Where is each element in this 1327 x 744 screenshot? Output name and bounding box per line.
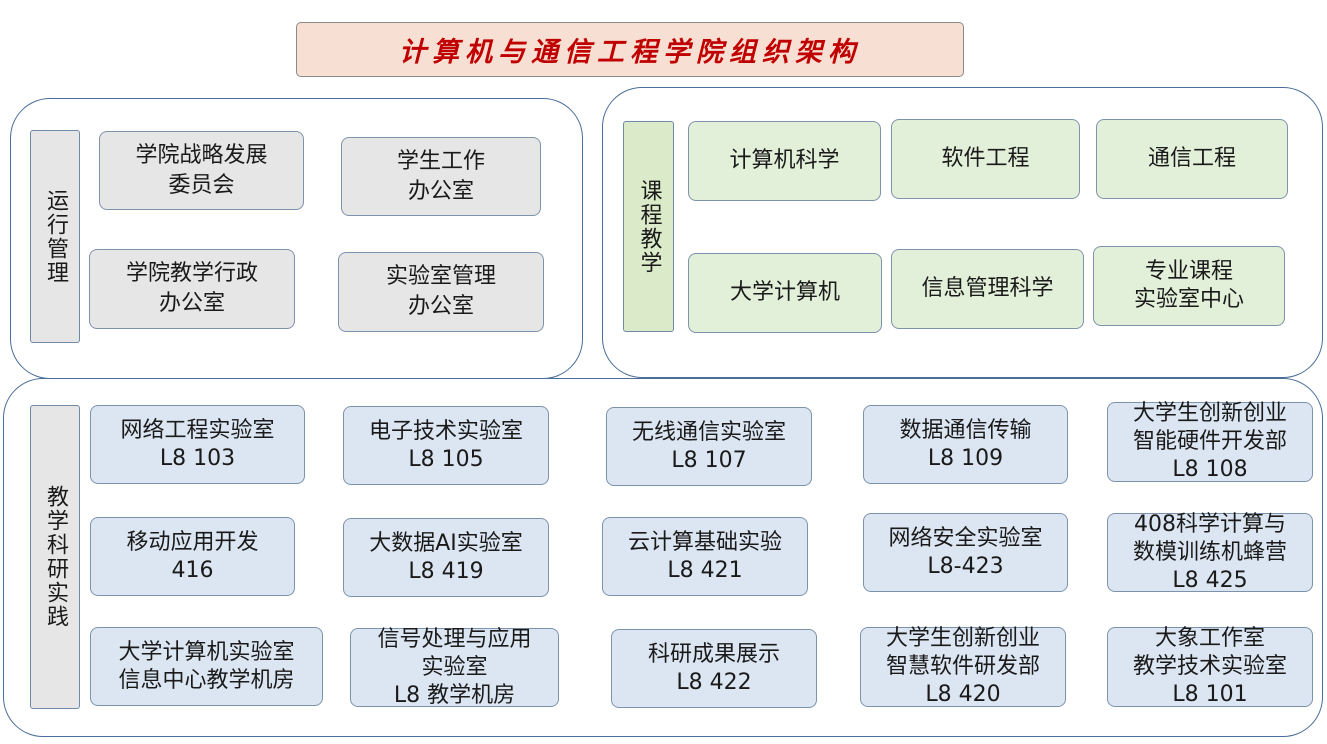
dept-computer-science: 计算机科学: [688, 121, 881, 201]
lab-label: 科研成果展示 L8 422: [647, 641, 780, 695]
research-label-text: 教学科研实践: [43, 485, 68, 629]
lab-label: 大数据AI实验室 L8 419: [369, 530, 523, 584]
dept-label: 计算机科学: [729, 148, 840, 173]
lab-mobile-app: 移动应用开发 416: [90, 517, 295, 596]
dept-information-management: 信息管理科学: [891, 249, 1084, 329]
dept-label: 通信工程: [1147, 146, 1236, 171]
lab-smart-hardware: 大学生创新创业 智能硬件开发部 L8 108: [1107, 401, 1313, 482]
unit-strategy-committee: 学院战略发展 委员会: [99, 131, 304, 210]
dept-software-engineering: 软件工程: [891, 119, 1080, 199]
unit-label: 实验室管理 办公室: [385, 264, 496, 319]
unit-label: 学院教学行政 办公室: [125, 261, 258, 316]
operations-label: 运行管理: [30, 130, 80, 343]
dept-label: 软件工程: [941, 146, 1030, 171]
lab-signal-processing: 信号处理与应用 实验室 L8 教学机房: [350, 626, 559, 708]
curriculum-label: 课程教学: [623, 121, 674, 332]
lab-label: 408科学计算与 数模训练机蜂营 L8 425: [1132, 511, 1287, 593]
unit-student-affairs-office: 学生工作 办公室: [341, 137, 541, 216]
curriculum-label-text: 课程教学: [636, 178, 662, 275]
lab-cloud-computing: 云计算基础实验 L8 421: [602, 517, 808, 596]
unit-teaching-admin-office: 学院教学行政 办公室: [89, 249, 295, 329]
unit-label: 学生工作 办公室: [396, 148, 485, 204]
dept-college-computing: 大学计算机: [688, 253, 882, 333]
dept-label: 大学计算机: [729, 280, 840, 305]
lab-label: 大象工作室 教学技术实验室 L8 101: [1132, 626, 1287, 707]
unit-lab-management-office: 实验室管理 办公室: [338, 252, 544, 332]
dept-label: 信息管理科学: [921, 276, 1054, 301]
lab-college-computer: 大学计算机实验室 信息中心教学机房: [90, 627, 323, 706]
lab-label: 电子技术实验室 L8 105: [368, 418, 523, 472]
unit-label: 学院战略发展 委员会: [135, 142, 268, 198]
lab-label: 云计算基础实验 L8 421: [627, 529, 782, 583]
lab-label: 数据通信传输 L8 109: [899, 417, 1032, 471]
lab-network-security: 网络安全实验室 L8-423: [863, 513, 1068, 592]
lab-label: 信号处理与应用 实验室 L8 教学机房: [377, 626, 532, 708]
lab-label: 大学生创新创业 智能硬件开发部 L8 108: [1132, 401, 1287, 482]
lab-label: 大学生创新创业 智慧软件研发部 L8 420: [885, 626, 1040, 707]
lab-label: 移动应用开发 416: [126, 529, 259, 583]
page-title: 计算机与通信工程学院组织架构: [399, 37, 861, 68]
dept-label: 专业课程 实验室中心: [1133, 259, 1244, 312]
lab-label: 网络安全实验室 L8-423: [888, 525, 1043, 579]
lab-big-data-ai: 大数据AI实验室 L8 419: [343, 518, 549, 597]
lab-label: 无线通信实验室 L8 107: [631, 419, 786, 473]
dept-course-lab-center: 专业课程 实验室中心: [1093, 246, 1285, 326]
lab-network-engineering: 网络工程实验室 L8 103: [90, 405, 305, 484]
title-banner: 计算机与通信工程学院组织架构: [296, 22, 964, 77]
lab-data-transmission: 数据通信传输 L8 109: [863, 405, 1068, 484]
lab-label: 大学计算机实验室 信息中心教学机房: [118, 639, 295, 693]
lab-electronics: 电子技术实验室 L8 105: [343, 406, 549, 485]
lab-research-showcase: 科研成果展示 L8 422: [611, 629, 817, 708]
lab-wireless-communication: 无线通信实验室 L8 107: [606, 407, 812, 486]
lab-label: 网络工程实验室 L8 103: [120, 417, 275, 471]
operations-label-text: 运行管理: [43, 188, 68, 285]
research-label: 教学科研实践: [30, 405, 80, 709]
lab-smart-software: 大学生创新创业 智慧软件研发部 L8 420: [860, 626, 1066, 707]
lab-elephant-studio: 大象工作室 教学技术实验室 L8 101: [1107, 626, 1313, 707]
dept-communication-engineering: 通信工程: [1096, 119, 1288, 199]
lab-scientific-computing: 408科学计算与 数模训练机蜂营 L8 425: [1107, 511, 1313, 593]
